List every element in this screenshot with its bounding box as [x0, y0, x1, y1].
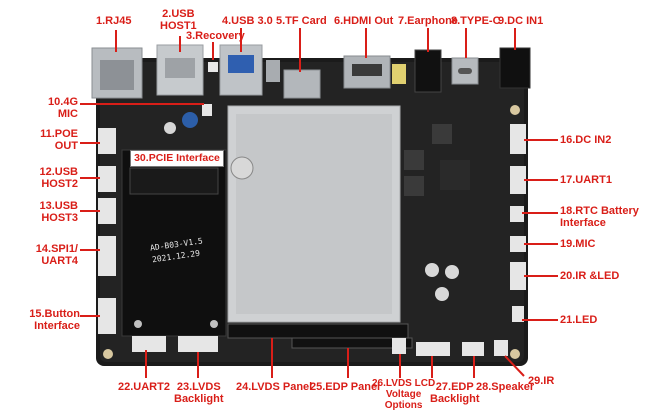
callout-recovery: 3.Recovery	[186, 30, 245, 42]
lvds-backlight-connector	[178, 336, 218, 352]
usb3-slot	[228, 55, 254, 73]
lvds-panel-connector	[227, 323, 409, 339]
callout-hdmi-out: 6.HDMI Out	[334, 15, 394, 27]
callout-uart2: 22.UART2	[118, 381, 170, 393]
capacitor	[445, 265, 459, 279]
callout-usb-host1: 2.USB HOST1	[160, 8, 197, 32]
speaker-connector	[462, 342, 484, 356]
capacitor	[164, 122, 176, 134]
usb-extra-connector	[266, 60, 280, 82]
callout-dc-in1: 9.DC IN1	[498, 15, 544, 27]
callout-usb-host3: 13.USB HOST3	[39, 200, 78, 224]
callout-button-interface: 15.Button Interface	[29, 308, 80, 332]
earphone-jack	[414, 49, 442, 93]
rtc-battery-connector	[510, 206, 524, 222]
uart2-connector	[132, 336, 166, 352]
hdmi-port	[352, 64, 382, 76]
recovery-button	[208, 62, 218, 72]
callout-rtc-battery: 18.RTC Battery Interface	[560, 205, 639, 229]
button-interface-connector	[98, 298, 116, 334]
spi1-uart4-connector	[98, 236, 116, 276]
edp-panel-connector	[291, 337, 413, 349]
callout-spi1-uart4: 14.SPI1/ UART4	[35, 243, 78, 267]
mount-hole	[510, 105, 520, 115]
callout-uart1: 17.UART1	[560, 174, 612, 186]
callout-usb-host2: 12.USB HOST2	[39, 166, 78, 190]
mount-hole	[510, 349, 520, 359]
mic-connector	[510, 236, 526, 252]
callout-edp-panel: 25.EDP Panel	[310, 381, 381, 393]
callout-mic: 19.MIC	[560, 238, 596, 250]
callout-dc-in2: 16.DC IN2	[560, 134, 612, 146]
poe-out-connector	[98, 128, 116, 154]
callout-rj45: 1.RJ45	[96, 15, 132, 27]
uart1-connector	[510, 166, 526, 194]
callout-lvds-voltage-options: 26.LVDS LCD Voltage Options	[372, 378, 436, 411]
capacitor	[435, 287, 449, 301]
inductor	[404, 150, 424, 170]
callout-ir-led: 20.IR &LED	[560, 270, 620, 282]
led-connector	[512, 306, 524, 322]
callout-pcie-interface: 30.PCIE Interface	[130, 150, 224, 167]
leader-line-29	[504, 355, 525, 377]
callout-lvds-backlight: 23.LVDS Backlight	[174, 381, 224, 405]
edp-backlight-connector	[416, 342, 450, 356]
callout-tf-card: 5.TF Card	[276, 15, 327, 27]
callout-lvds-panel: 24.LVDS Panel	[236, 381, 313, 393]
leader-lines	[80, 28, 558, 378]
pcie-screw	[210, 320, 218, 328]
callout-4g-mic: 10.4G MIC	[48, 96, 78, 120]
callout-usb3: 4.USB 3.0	[222, 15, 273, 27]
rj45-jack	[100, 60, 134, 90]
tf-card-slot	[283, 69, 321, 99]
usb-host2-connector	[98, 166, 116, 192]
pcie-screw	[134, 320, 142, 328]
dc-in1-jack	[499, 47, 531, 89]
pcie-slot	[129, 167, 219, 195]
callout-poe-out: 11.POE OUT	[40, 128, 78, 152]
callout-edp-backlight: 27.EDP Backlight	[430, 381, 480, 405]
usb-host1-slot	[165, 58, 195, 78]
heatsink-sheen	[236, 114, 392, 314]
ir-connector	[494, 340, 508, 356]
mount-hole	[103, 349, 113, 359]
inductor	[432, 124, 452, 144]
capacitor	[182, 112, 198, 128]
mic-4g-connector	[202, 104, 212, 116]
usb-host3-connector	[98, 198, 116, 224]
callout-speaker: 28.Speaker	[476, 381, 535, 393]
inductor	[404, 176, 424, 196]
callout-ir: 29.IR	[528, 375, 555, 387]
capacitor	[230, 156, 254, 180]
ic-chip	[440, 160, 470, 190]
dc-in2-connector	[510, 124, 526, 154]
type-c-port	[458, 68, 472, 74]
callout-led: 21.LED	[560, 314, 598, 326]
callout-earphone: 7.Earphone	[398, 15, 458, 27]
ir-led-connector	[510, 262, 526, 290]
fpc-connector	[392, 64, 406, 84]
callout-type-c: 8.TYPE-C	[451, 15, 501, 27]
lvds-voltage-jumper	[392, 338, 406, 354]
capacitor	[425, 263, 439, 277]
